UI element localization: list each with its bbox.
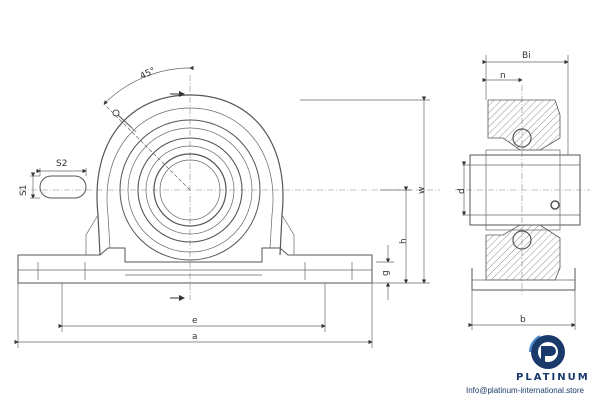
front-view: 45° S2 S1 w h g e	[14, 65, 440, 348]
bi-label: Bi	[522, 51, 531, 61]
h-label: h	[399, 238, 409, 244]
platinum-logo-icon	[529, 335, 565, 369]
d-label: d	[457, 188, 467, 194]
a-label: a	[192, 332, 198, 342]
slot-detail	[30, 168, 87, 199]
brand-email: Info@platinum-international.store	[466, 386, 585, 395]
w-label: w	[417, 187, 427, 194]
g-label: g	[381, 270, 391, 276]
e-label: e	[192, 316, 198, 326]
brand-name: PLATINUM	[516, 372, 590, 383]
b-label: b	[520, 315, 526, 325]
angle-label: 45°	[139, 66, 158, 82]
n-label: n	[500, 71, 506, 81]
s2-label: S2	[56, 159, 67, 169]
s1-label: S1	[19, 185, 29, 196]
side-view: Bi n d b	[455, 51, 590, 330]
